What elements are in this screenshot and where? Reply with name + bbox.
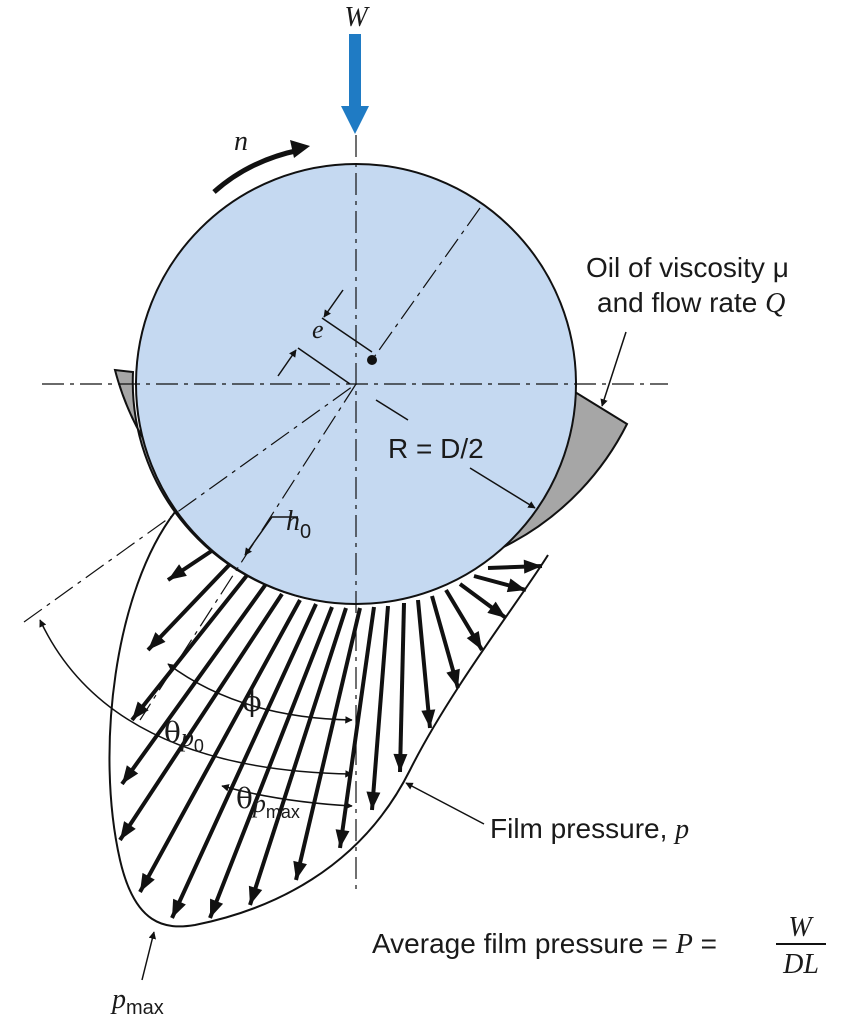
pressure-arrowhead xyxy=(293,860,307,880)
pressure-arrowhead xyxy=(366,791,381,810)
min-film-sub: 0 xyxy=(300,521,311,543)
load-arrow xyxy=(341,34,369,134)
eccentricity-dimension xyxy=(277,289,373,385)
rotation-arrowhead xyxy=(290,140,310,158)
pressure-arrowhead xyxy=(446,668,460,688)
pressure-arrowhead xyxy=(168,564,187,580)
rotation-label: n xyxy=(234,126,248,157)
pressure-arrowhead xyxy=(140,872,155,892)
pressure-arrowhead xyxy=(506,578,526,593)
pressure-arrowhead xyxy=(335,829,350,848)
pressure-arrowhead xyxy=(523,559,542,574)
min-film-label: h0 xyxy=(286,506,311,543)
pressure-arrow xyxy=(370,605,390,811)
pressure-arrowhead xyxy=(210,898,224,918)
theta-pmax-label: θpmax xyxy=(236,782,300,822)
film-pressure-label: Film pressure, p xyxy=(490,813,689,845)
journal-center-dot xyxy=(367,355,377,365)
load-label: W xyxy=(344,2,370,33)
oil-leader xyxy=(600,331,627,407)
film-pressure-leader xyxy=(405,782,485,825)
pressure-arrowhead xyxy=(172,898,186,918)
pressure-arrow xyxy=(416,599,432,729)
radius-label: R = D/2 xyxy=(388,433,484,464)
pressure-arrow xyxy=(398,602,406,773)
pressure-arrowhead xyxy=(120,821,136,840)
oil-label-line1: Oil of viscosity μ xyxy=(586,252,789,283)
theta-p0-label: θp0 xyxy=(164,716,204,756)
pressure-arrowhead xyxy=(393,753,408,772)
pmax-leader xyxy=(141,931,157,981)
phi-label: ϕ xyxy=(242,685,261,718)
min-film-leader xyxy=(244,516,298,556)
pressure-arrowhead xyxy=(248,885,263,905)
angle-arcs xyxy=(39,619,353,810)
avg-pressure-label: Average film pressure = P = xyxy=(372,928,717,960)
eccentricity-label: e xyxy=(312,315,324,344)
pressure-arrowhead xyxy=(466,630,482,650)
oil-label-line2: and flow rate Q xyxy=(597,287,785,319)
pressure-arrowhead xyxy=(421,709,436,728)
rotation-arrow xyxy=(212,147,301,194)
pressure-arrowhead xyxy=(487,601,506,618)
avg-pressure-denominator: DL xyxy=(782,949,819,980)
avg-pressure-numerator: W xyxy=(788,912,814,943)
pmax-label: pmax xyxy=(110,984,164,1019)
radius-leader xyxy=(375,399,536,509)
